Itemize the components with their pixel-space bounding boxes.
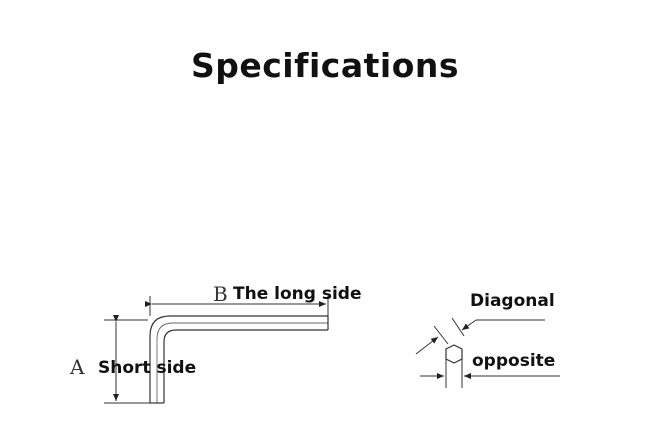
long-side-letter: B (213, 282, 228, 306)
short-side-letter: A (69, 355, 85, 379)
diagonal-dimension (415, 317, 545, 355)
opposite-label: opposite (472, 351, 555, 371)
short-side-dimension (104, 315, 150, 404)
hex-cross-section (445, 344, 463, 364)
long-side-dimension (145, 296, 329, 316)
short-side-label: Short side (98, 358, 196, 378)
diagonal-label: Diagonal (470, 291, 555, 311)
hex-key-drawing (149, 315, 329, 404)
page-title: Specifications (190, 46, 460, 85)
long-side-label: The long side (233, 284, 362, 304)
opposite-dimension (420, 349, 560, 388)
